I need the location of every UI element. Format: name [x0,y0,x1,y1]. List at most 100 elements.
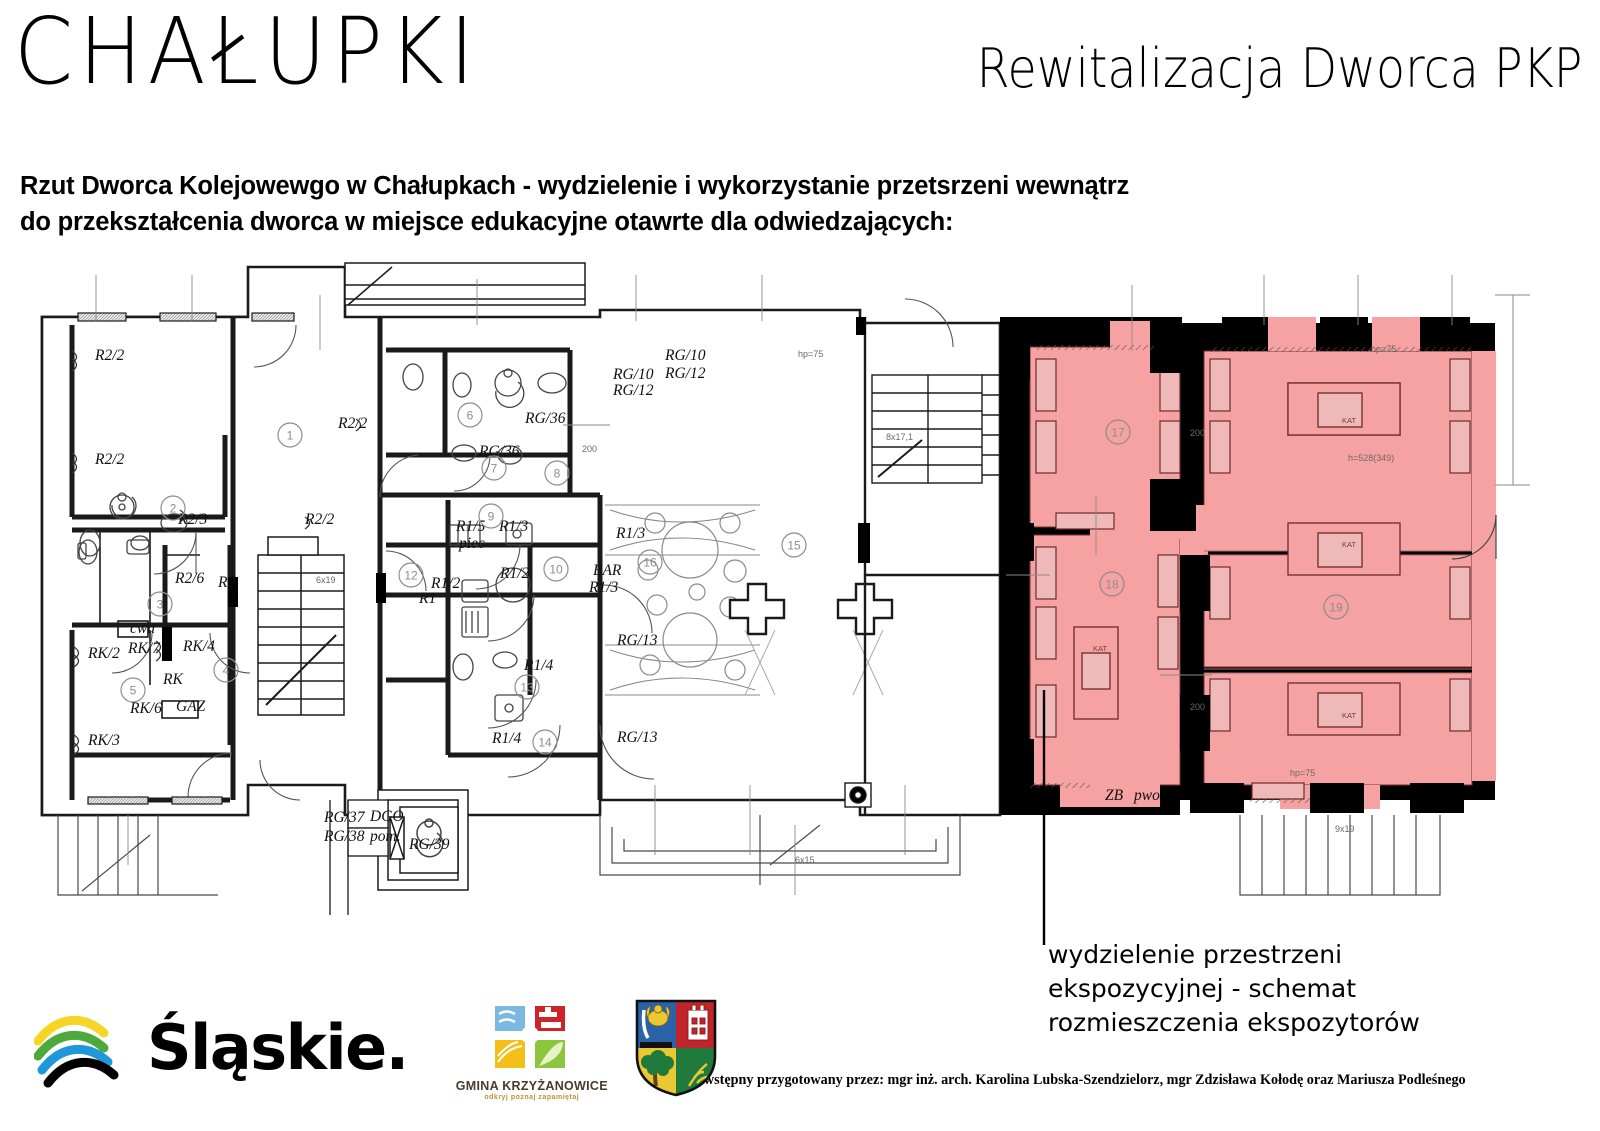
room-label-rk4: RK/4 [182,638,215,655]
room-label-cwu: cwu [130,620,155,637]
dim-label-st6x15: 6x15 [795,855,815,865]
dim-label-st6x19: 6x19 [316,575,336,585]
dim-label-st9x19: 9x19 [1335,824,1355,834]
room-label-r1big: R1 [418,590,436,607]
gmina-name-label: GMINA KRZYŻANOWICE [455,1078,608,1093]
gmina-emblem-icon [490,1001,573,1072]
callout-line-2: ekspozycyjnej - schemat [1048,974,1357,1003]
room-label-rk3: RK/3 [87,732,120,749]
subtitle-line-2: do przekształcenia dworca w miejsce eduk… [20,208,954,237]
room-label-rg13a: RG/13 [616,632,658,649]
room-number-17: 17 [1105,419,1131,445]
callout-leader-line [1042,690,1046,945]
exhibit-case-kat3: KAT [1342,711,1356,720]
room-label-rg12a: RG/12 [612,382,654,399]
room-label-rg38: RG/38 [323,828,365,845]
room-label-rg36b: RG/36 [478,443,520,460]
room-label-rk7: RK/7 [127,640,161,657]
room-number-text-15: 15 [787,539,801,553]
room-number-text-16: 16 [643,556,657,570]
slaskie-logo: Śląskie. [34,1011,409,1089]
room-label-r14b: R1/4 [491,730,522,747]
dim-label-hp75a: hp=75 [798,349,823,359]
dim-label-d200c: 200 [582,444,597,454]
room-label-rg13b: RG/13 [616,729,658,746]
dimension-lines [95,275,1453,895]
exhibition-zone [1000,294,1530,896]
room-number-14: 14 [532,729,558,755]
room-label-r12a: R1/2 [430,575,461,592]
project-title: Rewitalizacja Dworca PKP [976,37,1582,100]
exhibit-island-cases [1073,382,1401,736]
coat-of-arms-icon [635,999,717,1096]
room-number-6: 6 [457,402,483,428]
room-label-rg10b: RG/10 [664,347,706,364]
room-label-r13a: R1/3 [498,518,529,535]
credit-line: Projekt wstępny przygotowany przez: mgr … [655,1072,1466,1088]
room-label-rg39: RG/39 [408,836,450,853]
room-number-8: 8 [544,460,570,486]
dim-label-h528: h=528(349) [1348,453,1394,463]
room-label-rg36a: RG/36 [524,410,566,427]
room-number-text-14: 14 [538,736,552,750]
exhibit-wall-units [1035,358,1471,800]
room-number-text-1: 1 [287,429,294,443]
room-label-rk6: RK/6 [129,700,162,717]
exhibit-case-kat1: KAT [1342,416,1356,425]
room-number-text-3: 3 [157,598,164,612]
dim-label-hp75c: hp=75 [1290,768,1315,778]
staircase-left [257,536,345,716]
room-number-text-9: 9 [488,510,495,524]
exhibit-case-kat4: KAT [1093,644,1107,653]
room-label-pwo: pwo [1133,787,1160,804]
room-number-text-19: 19 [1329,601,1343,615]
room-label-rkbig: RK [162,671,183,688]
room-label-r23: R2/3 [177,511,208,528]
room-label-r2big: R2 [217,574,235,591]
room-number-15: 15 [781,532,807,558]
room-label-rg37: RG/37 [323,809,366,826]
room-number-13: 13 [514,674,540,700]
room-label-r22a: R2/2 [94,347,125,364]
room-number-7: 7 [481,455,507,481]
callout-line-3: rozmieszczenia ekspozytorów [1048,1008,1420,1037]
room-number-2: 2 [160,495,186,521]
room-number-12: 12 [398,562,424,588]
room-number-text-2: 2 [170,502,177,516]
room-label-dgo: DGO [369,808,404,825]
room-number-text-8: 8 [554,467,561,481]
room-label-pom: pom. [369,828,401,845]
room-label-bar: BAR [593,562,622,579]
room-number-19: 19 [1323,594,1349,620]
staircase-hall [871,374,1000,484]
gmina-tagline: odkryj poznaj zapamiętaj [484,1093,580,1101]
dim-label-d200a: 200 [1190,428,1205,438]
callout-label: wydzielenie przestrzeni ekspozycyjnej - … [1048,938,1420,1040]
room-label-gaz: GAZ [176,698,206,715]
room-number-10: 10 [543,556,569,582]
callout-line-1: wydzielenie przestrzeni [1048,940,1343,969]
room-number-text-6: 6 [467,409,474,423]
room-label-rg10a: RG/10 [612,366,654,383]
room-number-text-4: 4 [223,664,230,678]
room-label-r22c: R2/2 [337,415,368,432]
room-label-r13b: R1/3 [615,525,646,542]
subtitle-block: Rzut Dworca Kolejowewgo w Chałupkach - w… [20,168,1440,240]
room-number-text-12: 12 [404,569,418,583]
slaskie-swoosh-icon [34,1016,119,1088]
subtitle-line-1: Rzut Dworca Kolejowewgo w Chałupkach - w… [20,172,1130,200]
decor-circles [637,512,747,681]
gmina-krzyzanowice-logo: GMINA KRZYŻANOWICE odkryj poznaj zapamię… [456,1000,608,1101]
slaskie-wordmark: Śląskie. [147,1011,409,1084]
room-label-piec: piec [458,535,485,552]
room-number-16: 16 [637,549,663,575]
page-title: CHAŁUPKI [14,0,480,105]
dim-label-st819: 8x17,1 [886,432,913,442]
room-number-1: 1 [277,422,303,448]
